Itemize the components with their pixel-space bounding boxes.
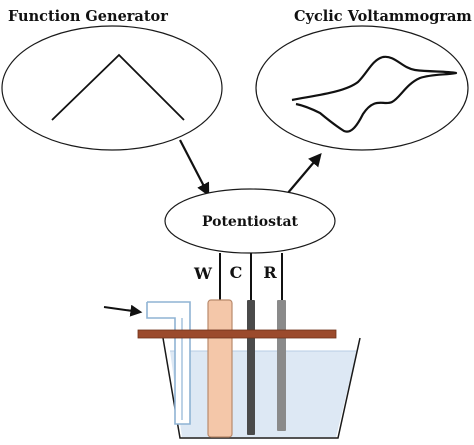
arrow-right-icon bbox=[103, 304, 143, 317]
working-electrode bbox=[207, 299, 233, 438]
potentiostat-label: Potentiostat bbox=[202, 214, 299, 230]
function-generator-title: Function Generator bbox=[8, 8, 168, 25]
cell-wall bbox=[162, 337, 361, 439]
cyclic-voltammogram-title: Cyclic Voltammogram bbox=[294, 8, 472, 25]
counter-electrode bbox=[247, 300, 255, 435]
generator-to-potentiostat-arrow bbox=[179, 139, 210, 197]
voltammogram-curve bbox=[291, 55, 458, 133]
potentiostat-to-voltammogram-arrow bbox=[286, 152, 322, 195]
reference-electrode bbox=[277, 300, 286, 431]
electrolyte-solution bbox=[170, 351, 357, 437]
cell-lid bbox=[137, 329, 337, 339]
working-electrode-label: W bbox=[193, 264, 213, 283]
triangle-waveform bbox=[51, 53, 185, 121]
gas-inlet-tube bbox=[146, 301, 191, 425]
counter-electrode-label: C bbox=[230, 263, 243, 282]
function-generator-ellipse bbox=[1, 25, 223, 151]
cyclic-voltammogram-ellipse bbox=[255, 25, 469, 151]
reference-electrode-label: R bbox=[263, 263, 277, 282]
